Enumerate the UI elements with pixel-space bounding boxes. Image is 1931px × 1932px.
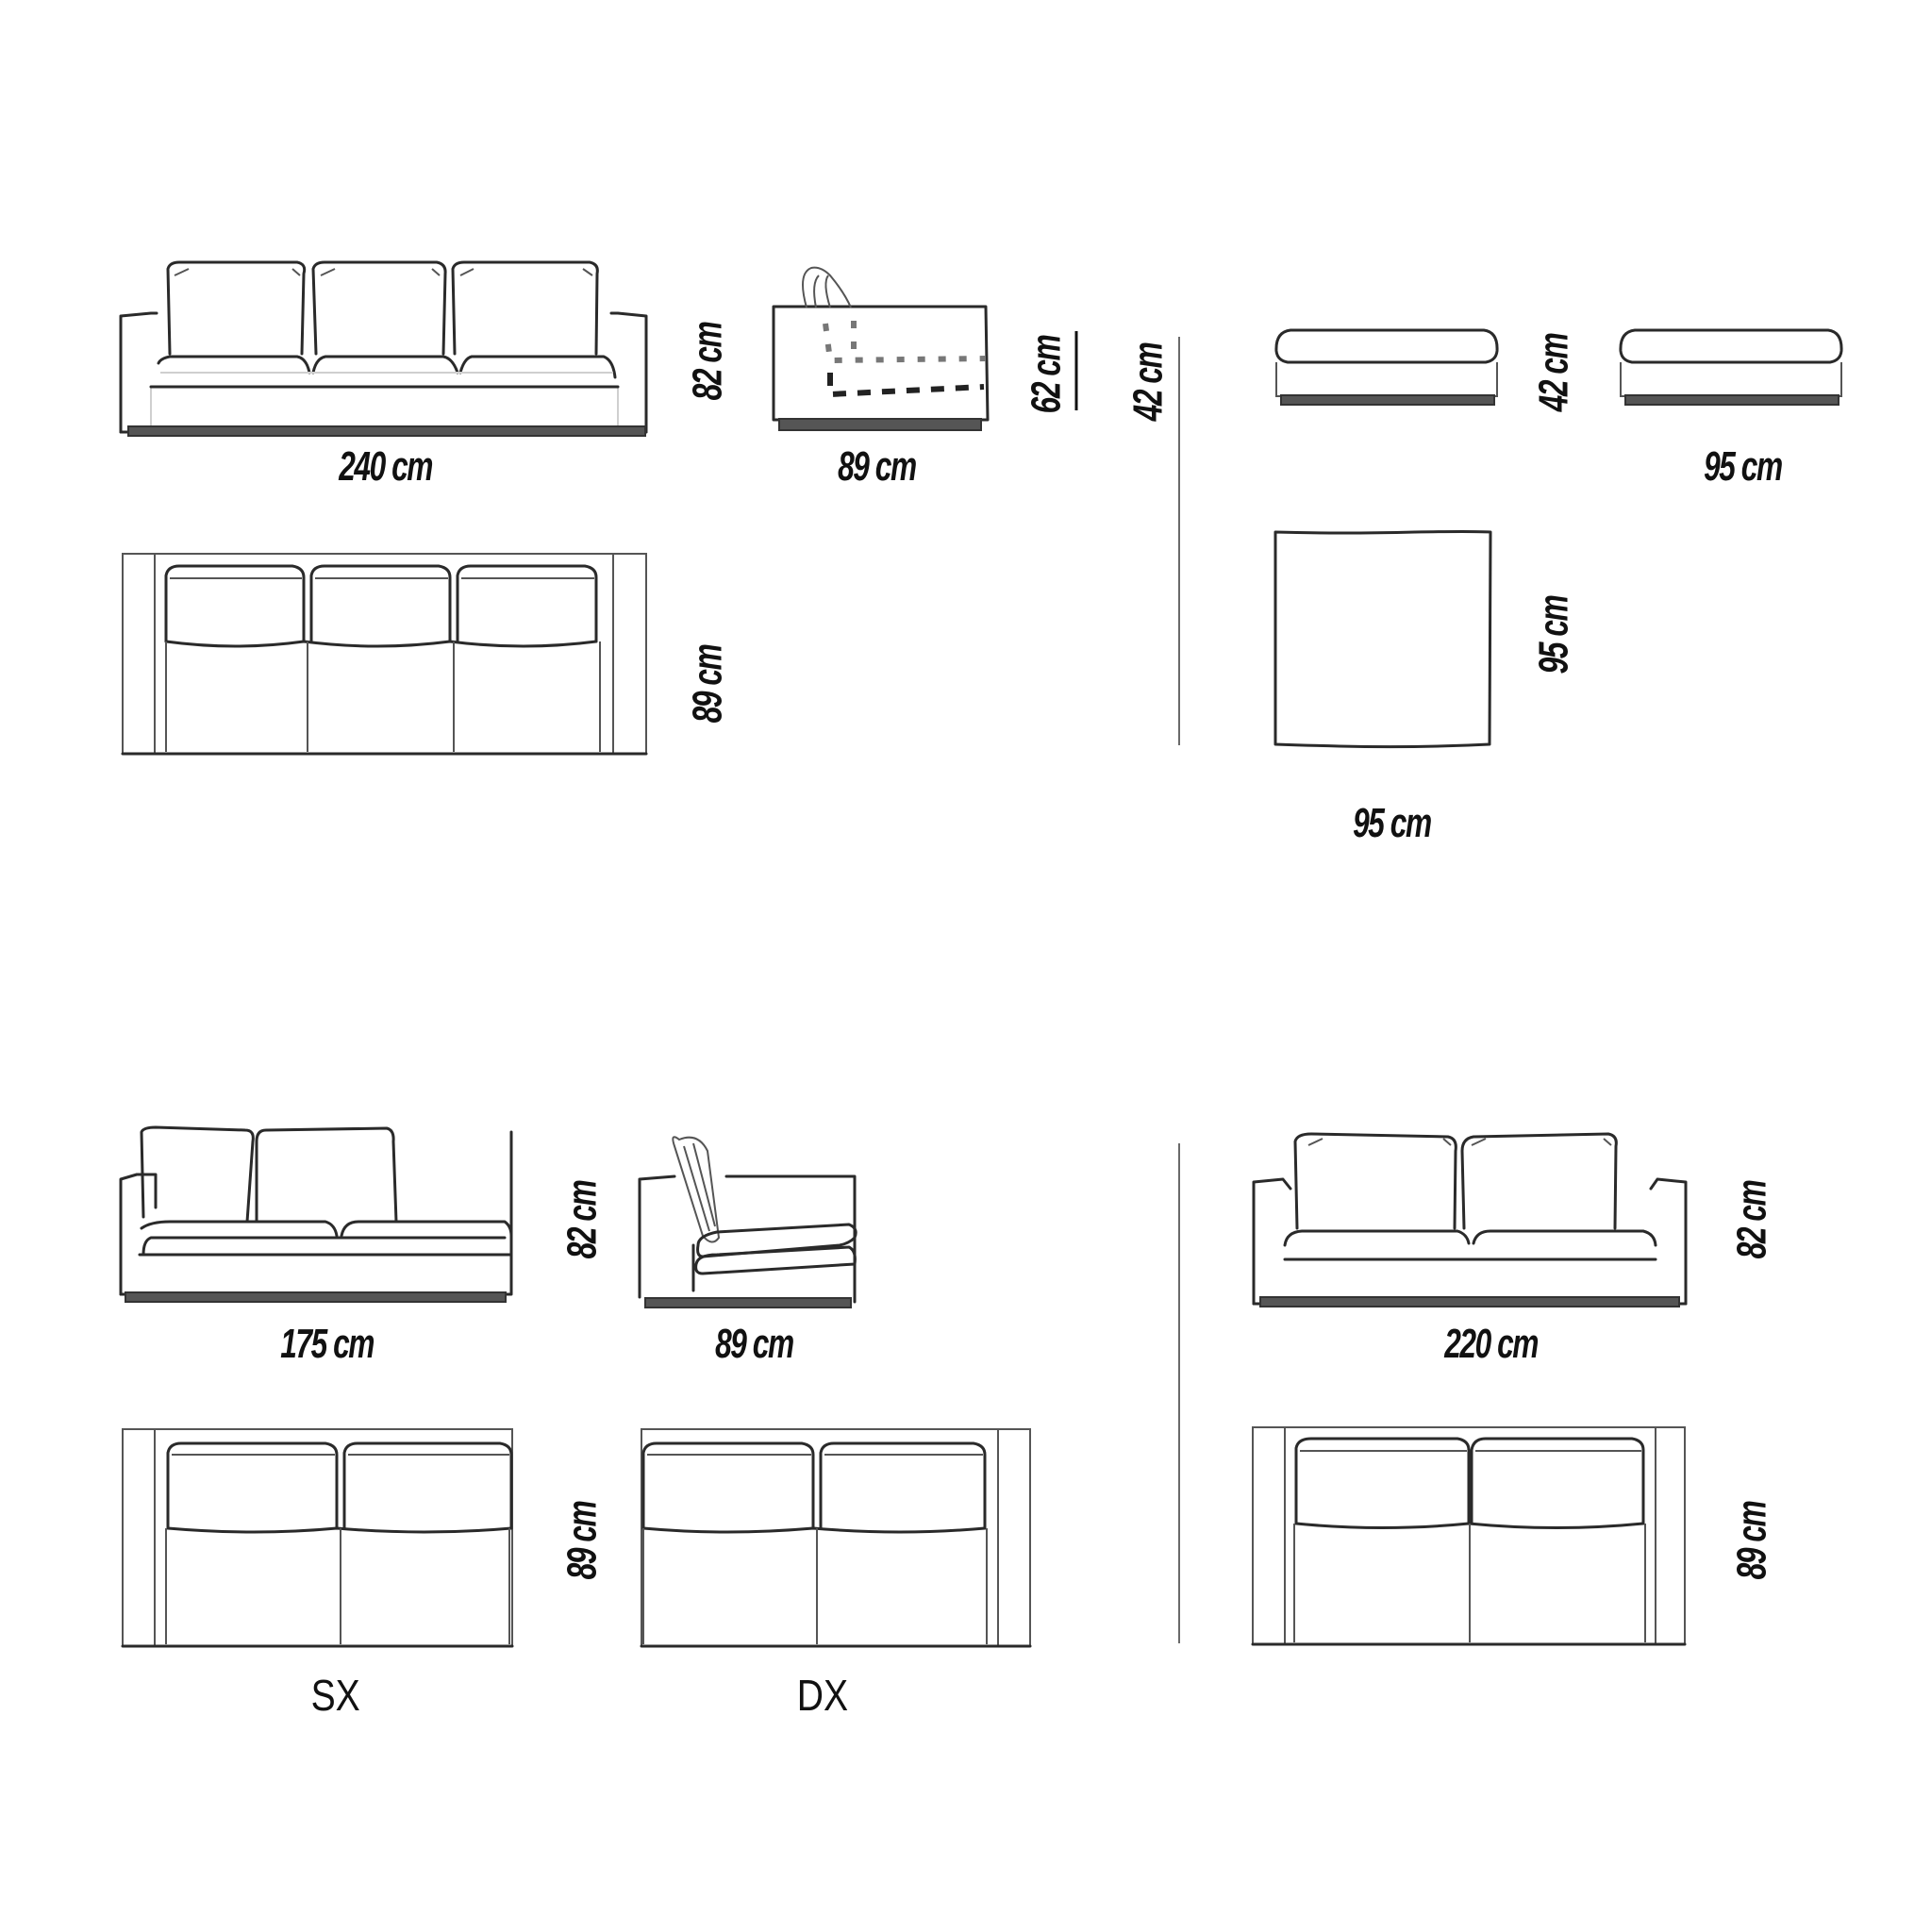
- side-profile-drawing: [772, 266, 1078, 431]
- pouf-front-drawing-left: [1274, 328, 1499, 406]
- pouf-top-width-label: 95 cm: [1353, 800, 1432, 846]
- variant-sx-label: SX: [310, 1671, 360, 1720]
- terminal-height-label: 82 cm: [558, 1180, 606, 1259]
- dx-top-drawing: [640, 1428, 1032, 1648]
- pouf-top-drawing: [1273, 530, 1492, 749]
- two-seater-top-drawing: [1251, 1426, 1687, 1646]
- two-seater-terminal-side-drawing: [638, 1136, 857, 1308]
- variant-dx-label: DX: [796, 1671, 849, 1720]
- side-seat-height-label: 42 cm: [1124, 342, 1172, 422]
- three-seater-top-drawing: [121, 553, 648, 756]
- sx-top-drawing: [121, 1428, 514, 1648]
- pouf-width-label: 95 cm: [1704, 443, 1783, 490]
- pouf-front-drawing-right: [1619, 328, 1843, 406]
- pouf-top-depth-label: 95 cm: [1530, 595, 1577, 675]
- pouf-height-label: 42 cm: [1530, 333, 1577, 412]
- three-seater-height-label: 82 cm: [684, 322, 731, 401]
- two-seater-depth-label: 89 cm: [1728, 1501, 1775, 1580]
- two-seater-width-label: 220 cm: [1444, 1321, 1539, 1367]
- terminal-top-depth-label: 89 cm: [558, 1501, 606, 1580]
- two-seater-height-label: 82 cm: [1728, 1180, 1775, 1259]
- two-seater-front-drawing: [1252, 1132, 1688, 1307]
- two-seater-terminal-front-drawing: [119, 1125, 513, 1303]
- side-depth-label: 89 cm: [838, 443, 917, 490]
- three-seater-front-drawing: [119, 260, 648, 437]
- terminal-side-depth-label: 89 cm: [715, 1321, 794, 1367]
- three-seater-width-label: 240 cm: [339, 443, 433, 490]
- side-back-height-label: 62 cm: [1023, 335, 1070, 414]
- three-seater-depth-label: 89 cm: [684, 644, 731, 724]
- terminal-width-label: 175 cm: [280, 1321, 375, 1367]
